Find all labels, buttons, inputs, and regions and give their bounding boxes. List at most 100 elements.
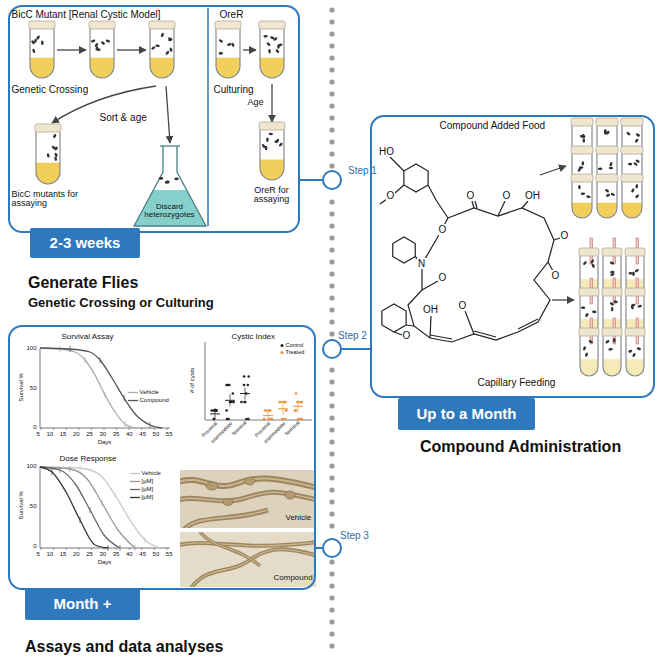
vial-back xyxy=(260,25,284,78)
axis-tick xyxy=(141,548,142,550)
vial xyxy=(621,174,643,218)
vial-plug xyxy=(602,288,622,296)
step-panel: Survival Assay100500Survival %5 10 15 20… xyxy=(8,325,316,590)
timeline-dot xyxy=(329,379,334,384)
panel-label: Days xyxy=(98,439,112,446)
bond xyxy=(472,201,474,208)
vial-plug xyxy=(571,118,593,126)
panel-label: 0 xyxy=(33,424,36,431)
vial-glass xyxy=(626,332,644,376)
error-bar xyxy=(80,517,81,523)
vial-plug xyxy=(259,122,285,130)
error-bar xyxy=(100,357,101,363)
vial xyxy=(596,174,618,218)
cyst xyxy=(285,491,295,499)
cyst-dot xyxy=(268,409,271,412)
survival-curve xyxy=(40,467,160,548)
vial-plug xyxy=(596,118,618,126)
fly xyxy=(219,52,223,55)
vial xyxy=(89,21,115,78)
vial-plug xyxy=(625,248,645,256)
vial-back xyxy=(260,126,284,180)
fly xyxy=(274,139,279,143)
fly xyxy=(633,162,638,167)
fly xyxy=(628,163,632,166)
vial-back xyxy=(597,178,617,218)
panel-label: Terminal xyxy=(231,421,248,438)
fly xyxy=(165,50,170,55)
panel-label: 50 xyxy=(30,503,37,510)
timeline-dot xyxy=(329,79,334,84)
vial xyxy=(259,122,285,180)
fly xyxy=(165,181,169,184)
vial xyxy=(259,21,285,78)
axis-tick xyxy=(104,428,105,430)
vial-food xyxy=(626,319,644,336)
legend-line xyxy=(130,473,140,474)
vial xyxy=(149,21,175,78)
panel-label: 50 xyxy=(30,385,37,392)
fly xyxy=(94,42,99,47)
fly xyxy=(96,48,100,51)
vial xyxy=(602,318,622,376)
flow-arrow xyxy=(540,166,566,175)
fly xyxy=(588,340,593,344)
tubule-lumen xyxy=(184,510,268,528)
cyst-dot xyxy=(232,392,235,395)
panel-label: [μM] xyxy=(142,478,154,485)
panel-label: 100 xyxy=(26,345,36,352)
legend-line xyxy=(128,392,138,393)
timeline-dot xyxy=(329,283,334,288)
axis-tick xyxy=(78,428,79,430)
fly xyxy=(631,305,635,310)
axis-tick xyxy=(41,428,42,430)
panel-label: Age xyxy=(248,98,264,108)
cyst xyxy=(245,477,255,485)
error-bar xyxy=(125,421,126,427)
tubule xyxy=(180,492,316,501)
panel-label: Capillary Feeding xyxy=(478,377,556,388)
flow-arrow xyxy=(166,86,170,143)
vial-food xyxy=(603,279,621,296)
vial-food xyxy=(626,279,644,296)
atom-label: O xyxy=(466,190,476,201)
fly xyxy=(579,134,584,138)
tubule xyxy=(190,549,316,587)
vial-back xyxy=(90,25,114,78)
cyst-dot xyxy=(243,375,246,378)
fly xyxy=(231,42,235,47)
vial-food xyxy=(603,319,621,336)
stage-title: Generate Flies xyxy=(28,274,138,292)
vial-glass xyxy=(580,252,598,296)
atom-label: OH xyxy=(524,190,541,201)
panel-label: 100 xyxy=(26,463,36,470)
axis-tick xyxy=(154,548,155,550)
vial-back xyxy=(36,128,60,184)
timeline-dot xyxy=(329,331,334,336)
fly xyxy=(263,35,268,38)
vial-glass xyxy=(90,25,114,78)
fly xyxy=(51,145,56,150)
fly xyxy=(151,46,156,51)
error-bar xyxy=(90,507,91,513)
fly xyxy=(608,348,613,351)
vial-glass xyxy=(626,292,644,336)
timeline-dot xyxy=(329,259,334,264)
bond xyxy=(518,319,538,329)
tubule xyxy=(184,510,268,528)
fly xyxy=(586,195,591,199)
atom-label: O xyxy=(438,272,448,283)
vial-plug xyxy=(259,21,285,29)
vial-plug xyxy=(621,146,643,154)
fly xyxy=(628,272,633,275)
vial xyxy=(215,21,241,78)
chart-title: Cystic Index xyxy=(232,333,276,342)
step-label: Step 1 xyxy=(348,165,377,176)
timeline-dot xyxy=(329,235,334,240)
flask xyxy=(134,146,206,226)
vial xyxy=(602,238,622,296)
step-marker xyxy=(323,539,341,557)
error-bar xyxy=(105,392,106,398)
vial-plug xyxy=(602,328,622,336)
vial-glass xyxy=(572,178,592,218)
